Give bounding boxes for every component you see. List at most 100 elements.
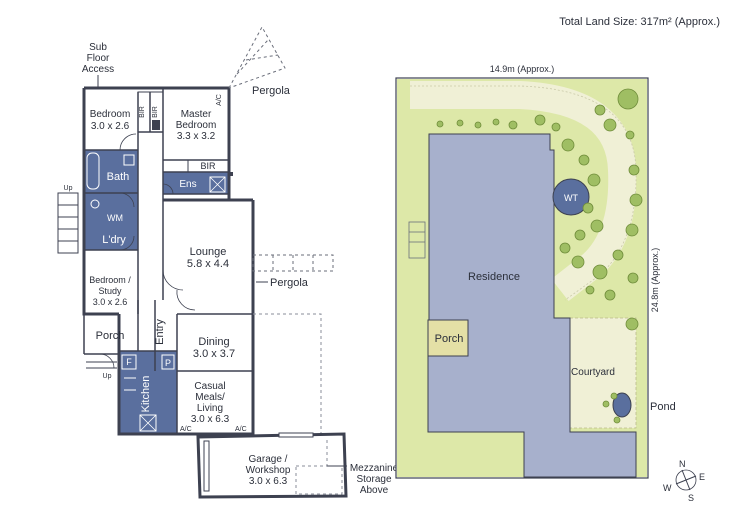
up-label-laundry: Up: [64, 185, 73, 192]
porch-site: [427, 319, 469, 357]
ac-label-dining: A/C: [235, 426, 247, 433]
tree: [534, 114, 546, 126]
site-plan: 14.9m (Approx.) 24.8m (Approx.) Residenc…: [395, 64, 705, 503]
fridge-label: F: [126, 357, 132, 367]
pond-label: Pond: [650, 401, 676, 413]
tree: [592, 264, 608, 280]
tree: [578, 154, 590, 166]
ac-label-casual: A/C: [180, 426, 192, 433]
floor-plan: Sub Floor Access Bedroom 3.0 x 2.6 BIR B…: [57, 25, 399, 499]
ensuite-label: Ens: [179, 179, 196, 190]
bedroom-size: 3.0 x 2.6: [91, 121, 130, 132]
land-size-label: Total Land Size: 317m² (Approx.): [559, 16, 720, 28]
laundry-stairs: [57, 192, 79, 254]
garage-size: 3.0 x 6.3: [249, 476, 288, 487]
tree: [559, 242, 571, 254]
bathtub: [86, 152, 100, 190]
residence-footprint: [427, 133, 637, 478]
tree: [594, 104, 606, 116]
bath-label: Bath: [107, 171, 130, 183]
lot-depth-label: 24.8m (Approx.): [650, 248, 660, 313]
porch-steps: [86, 361, 117, 369]
bir-label-1: BIR: [139, 106, 146, 118]
compass: N E S W: [663, 459, 705, 503]
tree: [604, 289, 616, 301]
lounge-name: Lounge: [190, 246, 227, 258]
tree: [582, 202, 594, 214]
bir-closet-3: [187, 159, 230, 173]
subfloor-label-1: Sub: [89, 42, 107, 53]
compass-n: N: [679, 459, 686, 469]
casual-name-3: Living: [197, 403, 223, 414]
laundry-label: L'dry: [102, 234, 126, 246]
laundry-fill: [84, 193, 138, 250]
wm-label: WM: [107, 213, 123, 223]
tree: [508, 120, 518, 130]
tree: [590, 219, 604, 233]
tree: [617, 88, 639, 110]
lot-width-label: 14.9m (Approx.): [490, 64, 555, 74]
study-name-2: Study: [98, 286, 122, 296]
casual-size: 3.0 x 6.3: [191, 414, 230, 425]
site-stairs: [408, 221, 426, 259]
tree: [492, 118, 500, 126]
chimney-block: [152, 120, 160, 130]
garden-path: [410, 81, 637, 302]
mezzanine-label-1: Mezzanine: [350, 463, 399, 474]
tree: [612, 249, 624, 261]
shower: [209, 176, 226, 193]
residence-label: Residence: [468, 271, 520, 283]
tree: [602, 400, 610, 408]
pergola-label-side: Pergola: [270, 277, 309, 289]
garage-name-2: Workshop: [246, 465, 291, 476]
bir-label-2: BIR: [152, 106, 159, 118]
bedroom-name: Bedroom: [90, 109, 131, 120]
path-edge: [410, 85, 637, 301]
tree: [587, 173, 601, 187]
tree: [474, 121, 482, 129]
tree: [456, 119, 464, 127]
master-name-1: Master: [181, 109, 212, 120]
tree: [603, 118, 617, 132]
pergola-side: [252, 254, 334, 272]
compass-needle: [675, 475, 697, 485]
tree: [610, 392, 618, 400]
study-size: 3.0 x 2.6: [93, 297, 128, 307]
compass-ring: [675, 469, 697, 491]
basin: [123, 154, 135, 166]
study-name-1: Bedroom /: [89, 275, 131, 285]
bir-label-3: BIR: [200, 161, 216, 171]
up-label-porch: Up: [103, 373, 112, 380]
tree: [436, 120, 444, 128]
compass-w: W: [663, 483, 672, 493]
tree: [627, 272, 639, 284]
kitchen-sink: [139, 414, 157, 432]
lounge-size: 5.8 x 4.4: [187, 258, 229, 270]
garage-name-1: Garage /: [249, 454, 288, 465]
master-size: 3.3 x 3.2: [177, 131, 216, 142]
tree: [551, 122, 561, 132]
tree: [625, 223, 639, 237]
meter-box: [229, 172, 233, 176]
kitchen-fill: [119, 351, 177, 434]
pantry-label: P: [165, 358, 171, 368]
tree: [561, 138, 575, 152]
master-name-2: Bedroom: [176, 120, 217, 131]
garage-block: [196, 432, 348, 499]
tree: [613, 416, 621, 424]
tree: [585, 285, 595, 295]
shower-cross: [209, 176, 226, 193]
tree: [574, 229, 586, 241]
trees: [436, 88, 643, 424]
porch-label: Porch: [96, 330, 125, 342]
compass-s: S: [688, 493, 694, 503]
kitchen-label: Kitchen: [140, 376, 152, 413]
pergola-top: [228, 25, 286, 89]
fridge-box: [121, 354, 137, 370]
tree: [625, 130, 635, 140]
mezzanine-label-2: Storage: [356, 474, 391, 485]
pond: [612, 392, 632, 418]
ac-label-master: A/C: [216, 94, 223, 106]
casual-name-2: Meals/: [195, 392, 225, 403]
